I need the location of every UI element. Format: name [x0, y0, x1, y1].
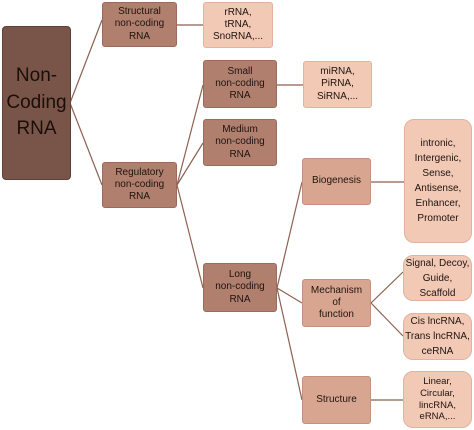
medium-ncrna-node: Medium non-coding RNA: [203, 119, 277, 166]
connector: [370, 271, 404, 304]
small-examples-node: miRNA, PiRNA, SiRNA,...: [303, 61, 372, 108]
small-ncrna-node: Small non-coding RNA: [203, 60, 277, 108]
mechanism-of-function-node: Mechanism of function: [302, 279, 371, 327]
connector: [276, 287, 303, 304]
mechanism-examples-a-node: Signal, Decoy, Guide, Scaffold: [403, 255, 472, 301]
connector: [69, 19, 103, 104]
connector: [370, 302, 404, 337]
biogenesis-node: Biogenesis: [302, 158, 371, 205]
structure-examples-node: Linear, Circular, lincRNA, eRNA,...: [403, 371, 472, 428]
connector: [69, 102, 103, 186]
structural-examples-node: rRNA, tRNA, SnoRNA,...: [203, 2, 273, 48]
long-ncrna-node: Long non-coding RNA: [203, 263, 277, 312]
structure-node: Structure: [302, 376, 371, 424]
connector: [276, 287, 303, 401]
connector: [176, 184, 204, 289]
regulatory-ncrna-node: Regulatory non-coding RNA: [102, 162, 177, 208]
mechanism-examples-b-node: Cis lncRNA, Trans lncRNA, ceRNA: [403, 313, 472, 360]
connector: [176, 84, 204, 186]
connector: [176, 142, 204, 186]
root-node: Non- Coding RNA: [2, 26, 71, 180]
structural-ncrna-node: Structural non-coding RNA: [102, 2, 177, 47]
connector: [276, 181, 303, 289]
biogenesis-examples-node: intronic, Intergenic, Sense, Antisense, …: [404, 119, 472, 243]
